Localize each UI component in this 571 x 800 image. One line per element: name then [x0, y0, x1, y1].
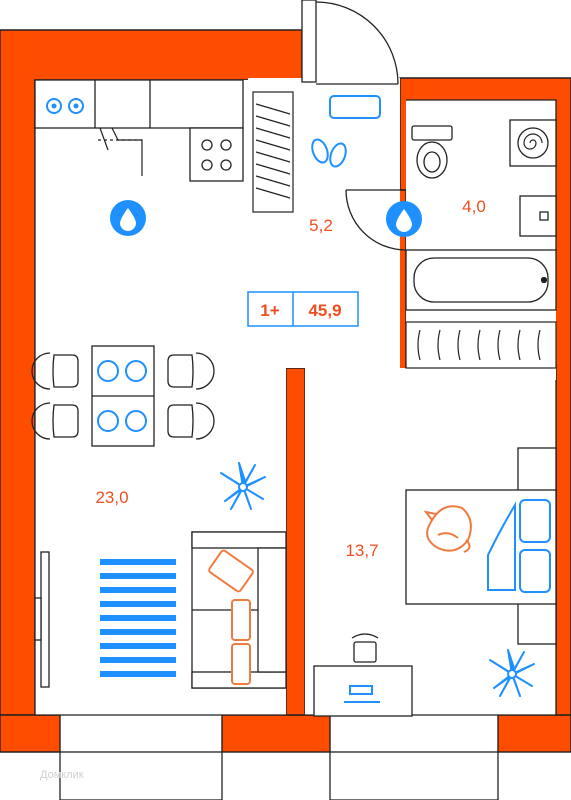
total-area-badge: 1+ 45,9 — [247, 291, 359, 327]
sink-icon — [46, 98, 84, 114]
washing-machine-icon — [509, 119, 557, 167]
bedroom-wardrobe — [405, 321, 557, 369]
wall-bottom-right — [497, 714, 571, 753]
wardrobe-icon — [252, 91, 294, 213]
wall-bottom-left — [0, 714, 61, 753]
wall-partition-vertical — [285, 367, 306, 716]
area-bedroom: 13,7 — [345, 541, 378, 560]
desk-icon — [313, 633, 413, 717]
water-drop-icon — [386, 201, 422, 237]
cat-icon — [423, 505, 472, 553]
room-outlines — [34, 80, 557, 800]
toilet-icon — [411, 125, 453, 179]
total-area: 45,9 — [308, 301, 341, 320]
bathtub-icon — [405, 249, 557, 311]
slippers-icon — [311, 138, 347, 168]
rug-icon — [100, 556, 176, 686]
area-living: 23,0 — [95, 488, 128, 507]
bath-sink-icon — [519, 195, 557, 237]
water-drop-icon-kitchen — [110, 200, 146, 236]
area-bath: 4,0 — [462, 197, 486, 216]
watermark: Домклик — [40, 769, 84, 781]
stove-icon — [201, 139, 232, 171]
hall-mat — [329, 95, 381, 119]
sofa-icon — [191, 531, 287, 689]
dining-table-icon — [31, 345, 215, 447]
tv-icon — [34, 551, 50, 688]
fridge-door — [98, 127, 143, 176]
wall-bottom-center — [221, 714, 331, 753]
bath-door[interactable] — [345, 189, 407, 251]
bed-icon — [405, 447, 557, 645]
entry-door[interactable] — [301, 0, 399, 85]
rooms-count: 1+ — [260, 301, 279, 320]
area-hall: 5,2 — [309, 216, 333, 235]
